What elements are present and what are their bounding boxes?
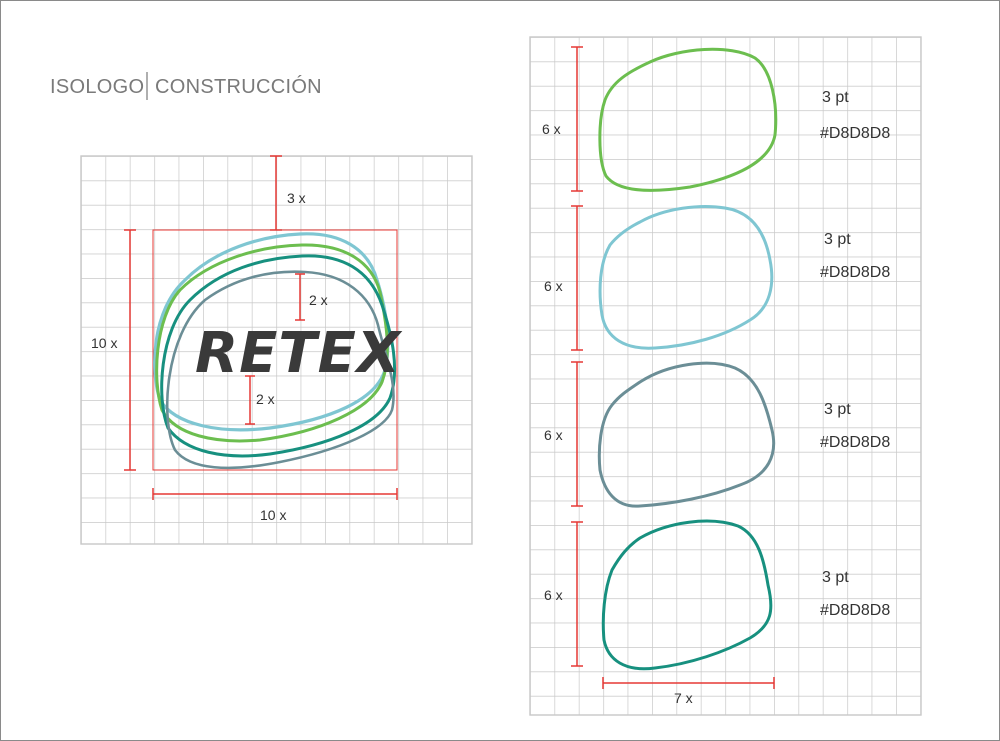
- dim-shapes-width: 7 x: [602, 677, 775, 706]
- shape-row-teal: 6 x 3 pt #D8D8D8: [544, 519, 890, 671]
- green-shape: [598, 47, 778, 192]
- title-part2: CONSTRUCCIÓN: [155, 75, 322, 98]
- svg-text:6 x: 6 x: [544, 587, 563, 603]
- shapes-grid: [529, 36, 922, 716]
- logo-wordmark: RETEX: [195, 321, 403, 386]
- svg-text:2 x: 2 x: [309, 292, 328, 308]
- shape-row-slate: 6 x 3 pt #D8D8D8: [544, 361, 890, 508]
- svg-text:3 pt: 3 pt: [824, 401, 851, 418]
- title-part1: ISOLOGO: [50, 76, 144, 98]
- dim-logo-width: 10 x: [152, 488, 398, 523]
- shape-row-green: 6 x 3 pt #D8D8D8: [542, 46, 890, 192]
- shape-row-light-blue: 6 x 3 pt #D8D8D8: [544, 205, 890, 351]
- svg-text:10 x: 10 x: [91, 335, 117, 351]
- page-title: ISOLOGO CONSTRUCCIÓN: [50, 72, 322, 100]
- shapes-panel: 6 x 3 pt #D8D8D8 6 x 3 pt #D8D8D8 6 x 3 …: [529, 36, 922, 716]
- svg-text:#D8D8D8: #D8D8D8: [820, 434, 890, 451]
- dim-inner-bottom: 2 x: [245, 375, 275, 425]
- dim-inner-top: 2 x: [295, 273, 328, 321]
- svg-text:#D8D8D8: #D8D8D8: [820, 125, 890, 142]
- svg-text:7 x: 7 x: [674, 690, 693, 706]
- dim-top-margin: 3 x: [270, 155, 306, 231]
- logo-construction-panel: RETEX 3 x 2 x 2 x 10 x: [80, 155, 473, 545]
- svg-text:3 pt: 3 pt: [824, 231, 851, 248]
- svg-text:3 x: 3 x: [287, 190, 306, 206]
- slate-shape: [597, 361, 776, 508]
- dim-logo-height: 10 x: [91, 229, 136, 471]
- svg-text:6 x: 6 x: [544, 427, 563, 443]
- svg-text:6 x: 6 x: [542, 121, 561, 137]
- logo-blob-slate: [165, 270, 395, 470]
- svg-text:10 x: 10 x: [260, 507, 286, 523]
- teal-shape: [601, 519, 773, 671]
- svg-text:2 x: 2 x: [256, 391, 275, 407]
- svg-text:#D8D8D8: #D8D8D8: [820, 602, 890, 619]
- svg-text:3 pt: 3 pt: [822, 89, 849, 106]
- light-blue-shape: [598, 205, 774, 350]
- svg-text:3 pt: 3 pt: [822, 569, 849, 586]
- svg-text:6 x: 6 x: [544, 278, 563, 294]
- svg-text:#D8D8D8: #D8D8D8: [820, 264, 890, 281]
